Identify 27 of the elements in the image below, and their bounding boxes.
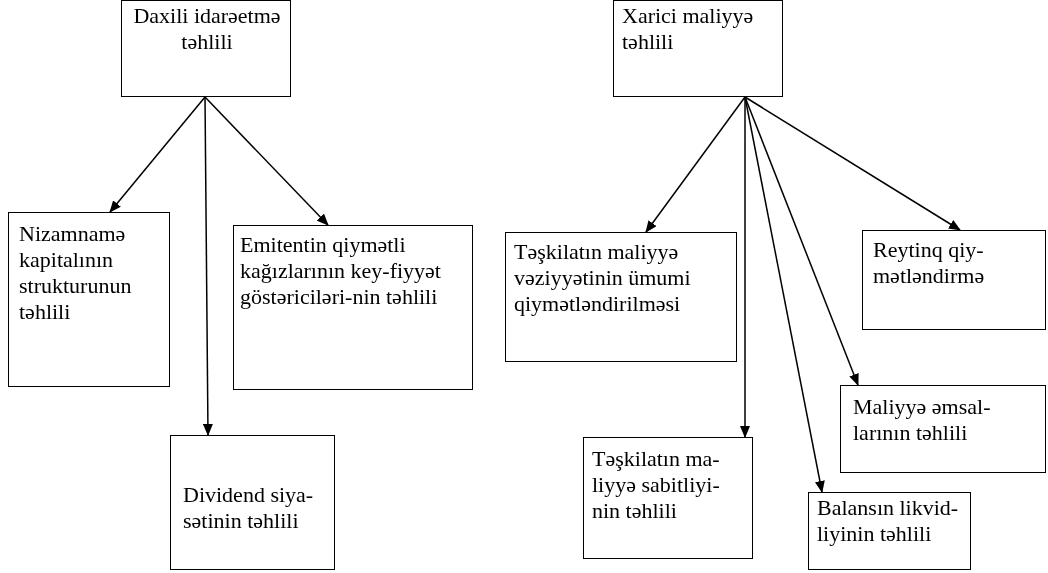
box-label: Reytinq qiy-mətləndirmə (873, 237, 986, 289)
box-label: Təşkilatın maliyyə vəziyyətinin ümumi qiymətləndirilməsi (514, 239, 692, 317)
process-box (121, 0, 291, 97)
arrow (204, 96, 329, 226)
box-label: Təşkilatın ma-liyyə sabitliyi-nin təhlili (592, 446, 721, 524)
box-label: Nizamnamə kapitalının strukturunun təhlili (19, 221, 133, 325)
process-box (233, 225, 473, 390)
arrow (744, 96, 859, 386)
box-label: Daxili idarəetmə təhlili (132, 3, 282, 55)
process-box (613, 0, 783, 97)
arrow (202, 96, 213, 436)
process-box (505, 232, 737, 362)
arrow (744, 96, 961, 231)
box-label: Maliyyə əmsal-larının təhlili (853, 394, 992, 446)
process-box (8, 212, 170, 387)
arrow (109, 96, 206, 213)
process-box (583, 437, 753, 559)
process-box (170, 435, 335, 570)
arrow (740, 96, 750, 438)
arrow (645, 96, 746, 233)
process-box (808, 492, 971, 570)
process-box (862, 230, 1046, 330)
box-label: Dividend siya-sətinin təhlili (183, 482, 315, 534)
process-box (840, 385, 1046, 473)
box-label: Emitentin qiymətli kağızlarının key-fiyyət göstəriciləri-nin təhlili (240, 232, 442, 310)
box-label: Balansın likvid-liyinin təhlili (817, 495, 960, 547)
box-label: Xarici maliyyə təhlili (622, 3, 755, 55)
